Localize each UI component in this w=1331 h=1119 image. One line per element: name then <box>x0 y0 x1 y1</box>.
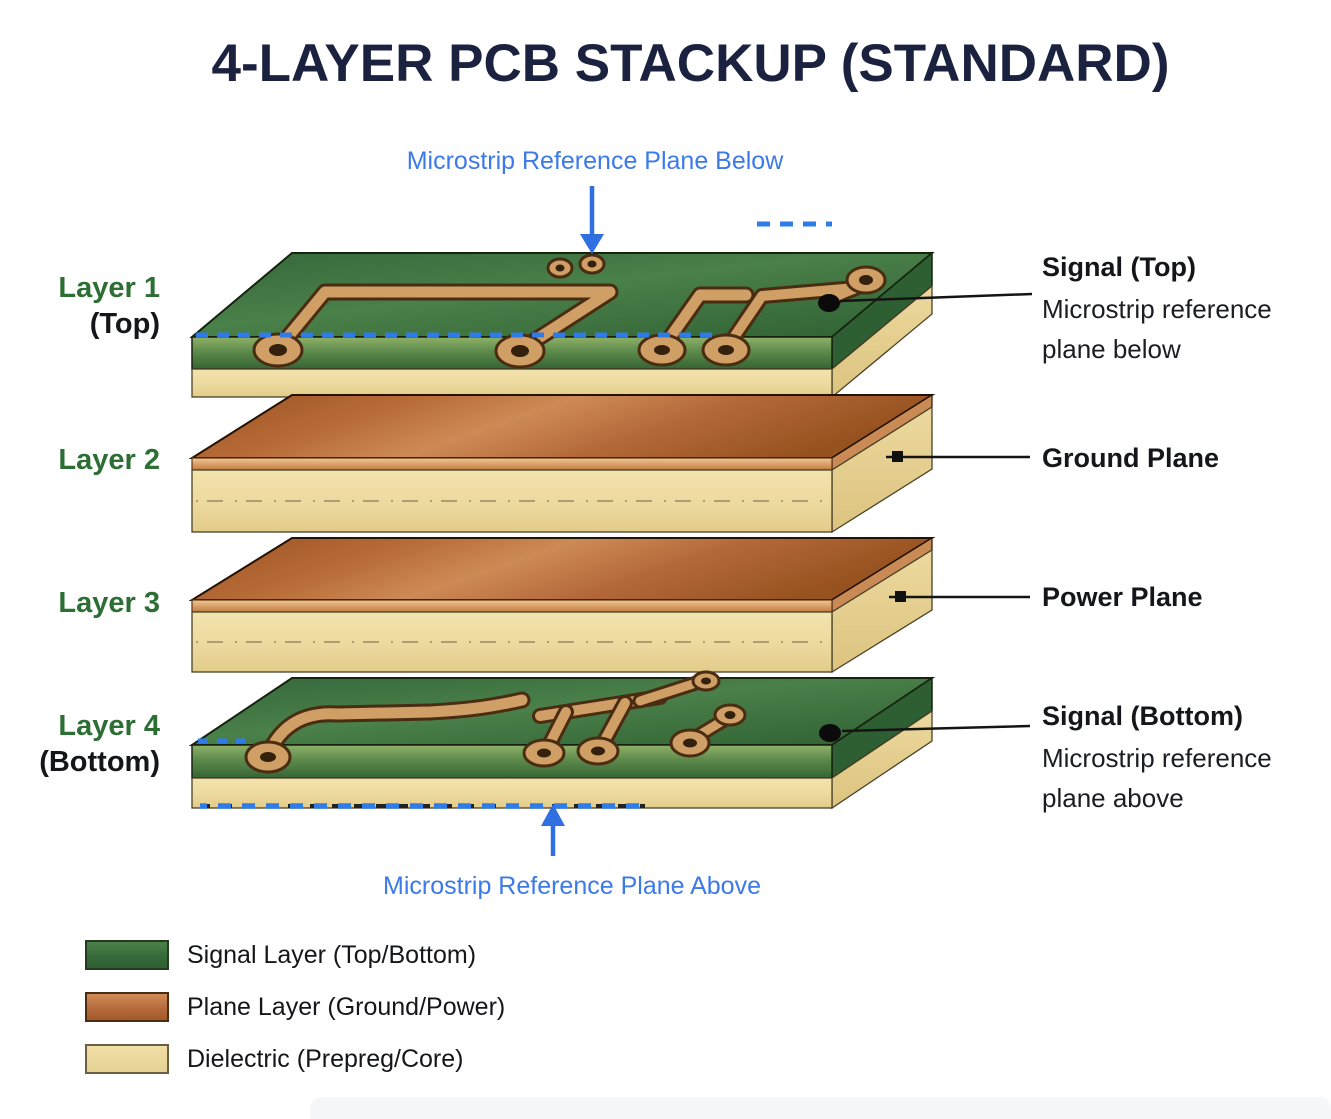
layer1-callout: Signal (Top) Microstrip reference plane … <box>1042 252 1304 369</box>
layer1-pads <box>252 265 887 369</box>
layer3-callout-marker <box>895 591 906 602</box>
layer2-callout-marker <box>892 451 903 462</box>
legend-item-signal: Signal Layer (Top/Bottom) <box>85 940 505 970</box>
layer1-vias <box>546 253 606 279</box>
signal-layer-swatch <box>85 940 169 970</box>
layer2-label: Layer 2 <box>0 442 160 478</box>
top-annotation-arrow <box>580 186 604 254</box>
layer4-callout: Signal (Bottom) Microstrip reference pla… <box>1042 701 1304 818</box>
bottom-annotation-arrow <box>541 804 565 856</box>
layer3-callout: Power Plane <box>1042 582 1304 619</box>
layer4-callout-description: Microstrip reference plane above <box>1042 743 1272 813</box>
signal-layer-label: Signal Layer (Top/Bottom) <box>187 940 477 969</box>
dielectric-label: Dielectric (Prepreg/Core) <box>187 1044 464 1073</box>
layer3-name: Layer 3 <box>58 587 160 619</box>
layer4-name: Layer 4 <box>58 710 160 742</box>
reference-plane-dashes <box>196 221 832 809</box>
plane-layer-swatch <box>85 992 169 1022</box>
bottom-edge-strip <box>310 1097 1331 1119</box>
layer1-via-hole <box>818 294 840 312</box>
legend-item-plane: Plane Layer (Ground/Power) <box>85 992 506 1022</box>
layer2-callout-title: Ground Plane <box>1042 443 1220 473</box>
layer1-callout-line <box>839 292 1033 303</box>
legend: Signal Layer (Top/Bottom) Plane Layer (G… <box>85 940 506 1097</box>
layer1-label: Layer 1 (Top) <box>0 270 160 342</box>
layer4-copper-traces <box>244 670 841 774</box>
top-annotation-label: Microstrip Reference Plane Below <box>406 147 784 175</box>
layer3-label: Layer 3 <box>0 585 160 621</box>
layer4-callout-title: Signal (Bottom) <box>1042 701 1243 731</box>
layer4-via-hole <box>819 724 841 742</box>
layer4-callout-line <box>841 724 1031 733</box>
layer4-label: Layer 4 (Bottom) <box>0 708 160 780</box>
legend-item-dielectric: Dielectric (Prepreg/Core) <box>85 1044 505 1074</box>
layer2-callout: Ground Plane <box>1042 443 1304 480</box>
layer4-qualifier: (Bottom) <box>39 746 160 778</box>
layer3-callout-title: Power Plane <box>1042 582 1203 612</box>
layer1-callout-title: Signal (Top) <box>1042 252 1196 282</box>
layer1-qualifier: (Top) <box>89 308 160 340</box>
dielectric-swatch <box>85 1044 169 1074</box>
layer4-pads <box>244 670 747 774</box>
layer4-board <box>188 676 936 810</box>
layer1-callout-description: Microstrip reference plane below <box>1042 294 1272 364</box>
layer1-copper-traces <box>252 253 887 369</box>
bottom-annotation-label: Microstrip Reference Plane Above <box>383 872 761 900</box>
diagram-title: 4-LAYER PCB STACKUP (STANDARD) <box>211 34 1170 93</box>
layer1-name: Layer 1 <box>58 272 160 304</box>
layer2-board <box>188 393 936 534</box>
callout-lines <box>839 292 1033 733</box>
plane-layer-label: Plane Layer (Ground/Power) <box>187 992 506 1021</box>
layer3-board <box>188 536 936 674</box>
layer2-name: Layer 2 <box>58 444 160 476</box>
